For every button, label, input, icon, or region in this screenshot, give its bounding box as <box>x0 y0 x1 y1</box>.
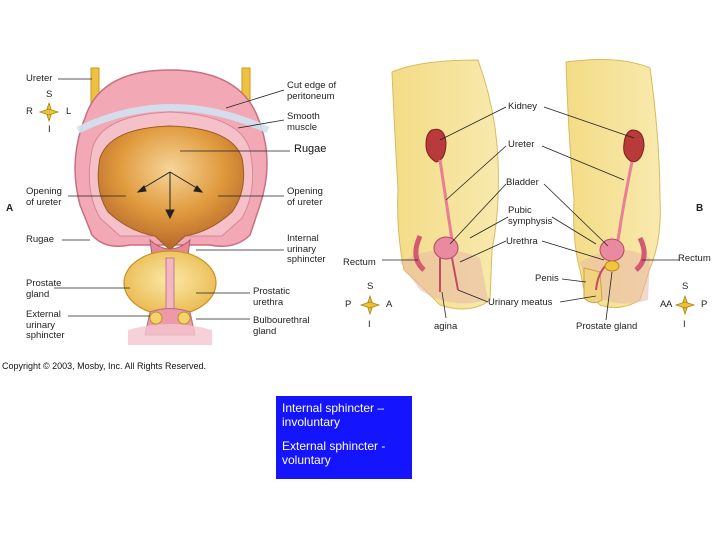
compass-a-bottom: I <box>48 125 51 136</box>
label-prostate-gland-b: Prostate gland <box>576 322 637 333</box>
label-external-urinary-sphincter: External urinary sphincter <box>26 310 65 342</box>
label-smooth-muscle: Smooth muscle <box>287 112 320 133</box>
compass-a-left: R <box>26 107 33 118</box>
note-internal-sphincter: Internal sphincter – involuntary <box>282 401 406 429</box>
label-kidney: Kidney <box>508 102 537 113</box>
compass-rose-b-right <box>676 296 694 314</box>
compass-br-top: S <box>682 282 688 293</box>
label-bladder: Bladder <box>506 178 539 189</box>
label-rectum-left: Rectum <box>343 258 376 269</box>
label-pubic-symphysis: Pubic symphysis <box>508 206 552 227</box>
compass-bl-bottom: I <box>368 320 371 331</box>
compass-rose-a <box>40 103 58 121</box>
label-opening-of-ureter-right: Opening of ureter <box>287 187 323 208</box>
compass-bl-right: A <box>386 300 392 311</box>
label-urethra: Urethra <box>506 237 538 248</box>
panel-letter-b: B <box>696 203 703 214</box>
label-prostate-gland-a: Prostate gland <box>26 279 61 300</box>
label-rugae-a: Rugae <box>26 235 54 246</box>
label-urinary-meatus: Urinary meatus <box>488 298 552 309</box>
label-internal-urinary-sphincter: Internal urinary sphincter <box>287 234 326 266</box>
label-cut-edge-peritoneum: Cut edge of peritoneum <box>287 81 336 102</box>
bladder-diagram <box>75 68 268 345</box>
label-ureter-b: Ureter <box>508 140 534 151</box>
label-bulbourethral-gland: Bulbourethral gland <box>253 316 310 337</box>
compass-br-right: P <box>701 300 707 311</box>
label-penis: Penis <box>535 274 559 285</box>
note-external-sphincter: External sphincter - voluntary <box>282 439 406 467</box>
label-ureter-a: Ureter <box>26 74 52 85</box>
compass-br-left: A <box>666 300 672 311</box>
rugae-callout: Rugae <box>294 143 326 155</box>
compass-a-top: S <box>46 90 52 101</box>
sphincter-note-box: Internal sphincter – involuntary Externa… <box>276 396 412 479</box>
compass-bl-left: P <box>345 300 351 311</box>
compass-rose-b-left <box>361 296 379 314</box>
compass-bl-top: S <box>367 282 373 293</box>
copyright-notice: Copyright © 2003, Mosby, Inc. All Rights… <box>2 361 206 371</box>
compass-a-right: L <box>66 107 71 118</box>
label-opening-of-ureter-left: Opening of ureter <box>26 187 62 208</box>
compass-br-bottom: I <box>683 320 686 331</box>
label-prostatic-urethra: Prostatic urethra <box>253 287 290 308</box>
label-vagina: agina <box>434 322 457 333</box>
panel-letter-a: A <box>6 203 13 214</box>
label-rectum-right: Rectum <box>678 254 711 265</box>
